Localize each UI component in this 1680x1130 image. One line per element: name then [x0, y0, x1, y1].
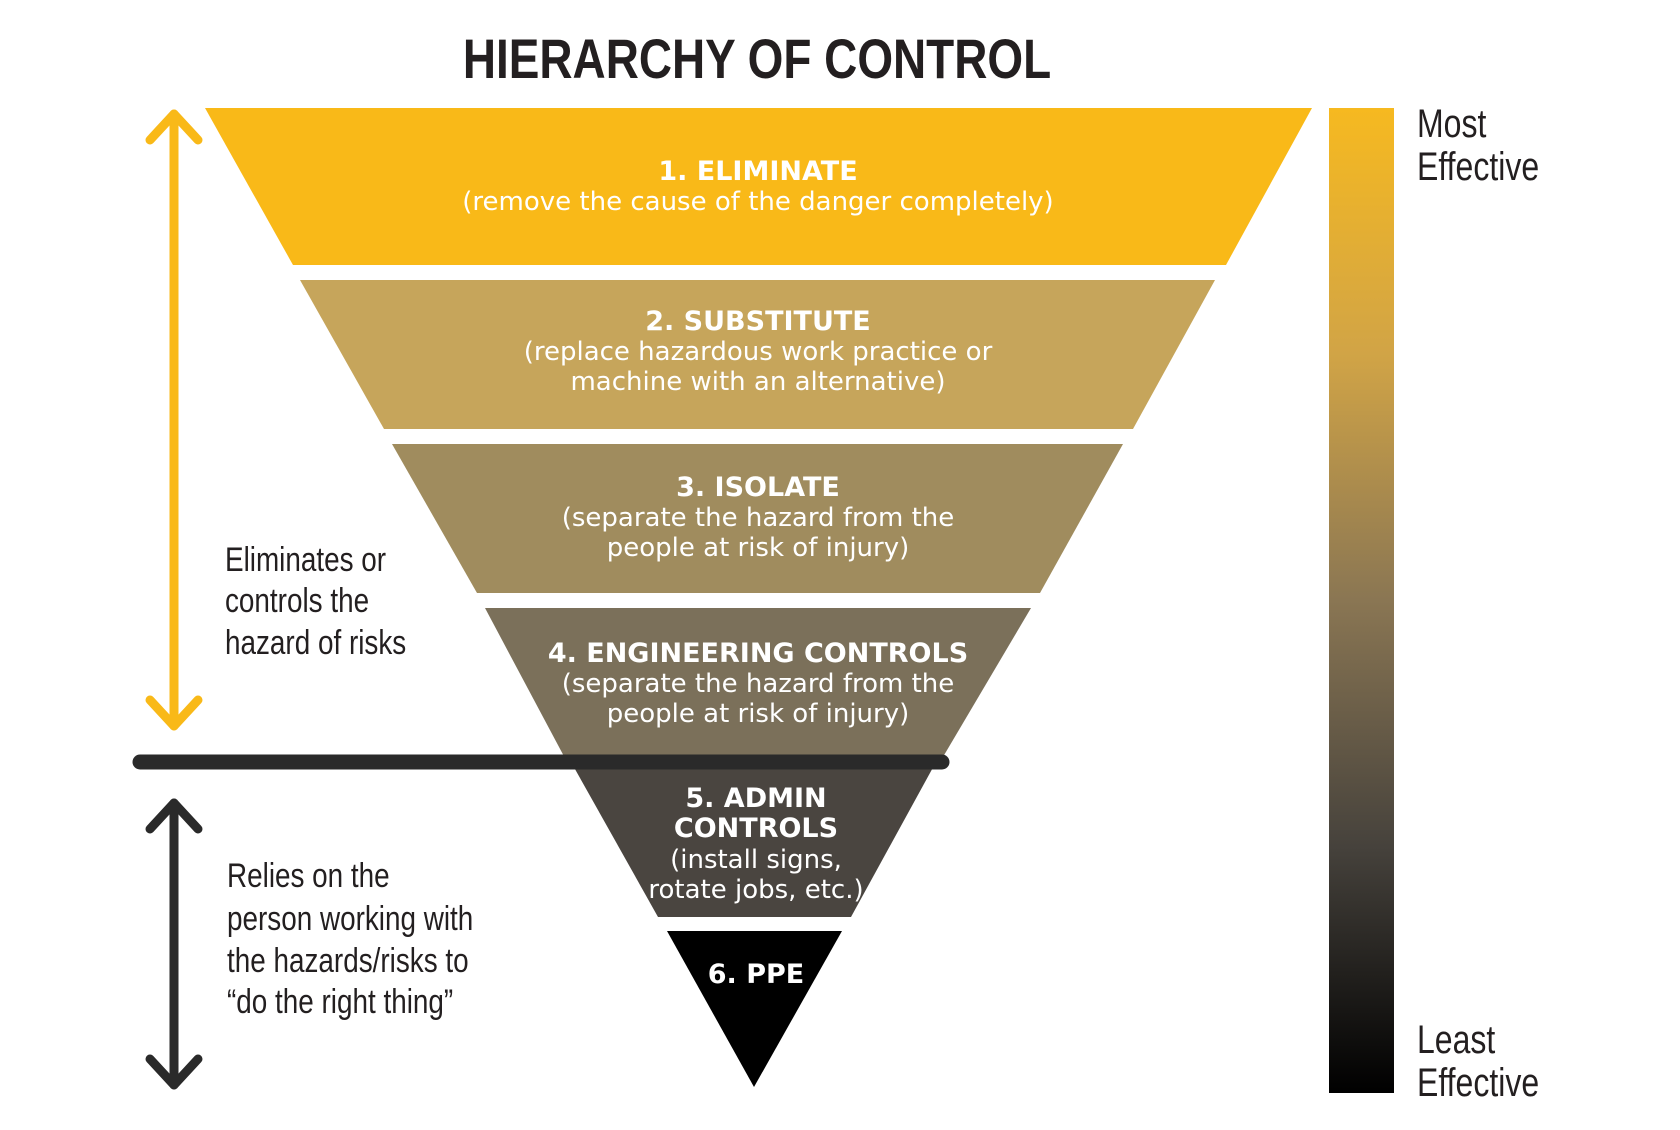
svg-text:Least: Least — [1417, 1017, 1495, 1062]
svg-text:Relies on the: Relies on the — [227, 856, 390, 894]
level-desc: (install signs, — [670, 845, 842, 875]
level-desc: machine with an alternative) — [570, 367, 945, 397]
svg-text:hazard of risks: hazard of risks — [225, 623, 406, 661]
scale-label-least: Least Effective — [1417, 1017, 1539, 1105]
svg-text:Effective: Effective — [1417, 1060, 1539, 1105]
level-desc: (separate the hazard from the — [562, 669, 955, 699]
svg-text:the hazards/risks to: the hazards/risks to — [227, 941, 469, 979]
band-eliminate — [205, 108, 1312, 265]
double-arrow-dark-icon — [145, 798, 203, 1090]
band-isolate — [392, 444, 1123, 593]
diagram-title: HIERARCHY OF CONTROL — [463, 28, 1051, 90]
double-arrow-yellow-icon — [145, 109, 203, 731]
level-title: CONTROLS — [674, 813, 838, 844]
band-admin — [571, 762, 936, 917]
band-ppe — [667, 931, 842, 1087]
svg-text:Effective: Effective — [1417, 144, 1539, 189]
level-desc: rotate jobs, etc.) — [648, 875, 863, 905]
level-desc: (replace hazardous work practice or — [524, 337, 993, 367]
svg-text:Most: Most — [1417, 101, 1486, 146]
band-engineering — [485, 608, 1031, 762]
svg-text:Eliminates or: Eliminates or — [225, 540, 386, 578]
level-title: 3. ISOLATE — [676, 472, 840, 503]
svg-text:person working with: person working with — [227, 899, 473, 937]
level-title: 6. PPE — [708, 959, 804, 990]
svg-text:“do the right thing”: “do the right thing” — [227, 982, 453, 1020]
level-desc: (separate the hazard from the — [562, 503, 955, 533]
annotation-top: Eliminates or controls the hazard of ris… — [225, 540, 406, 661]
level-title: 5. ADMIN — [685, 783, 826, 814]
svg-text:controls the: controls the — [225, 581, 369, 619]
level-desc: people at risk of injury) — [607, 699, 910, 729]
level-title: 2. SUBSTITUTE — [645, 306, 871, 337]
level-title: 4. ENGINEERING CONTROLS — [548, 638, 968, 669]
effectiveness-gradient-bar — [1329, 108, 1394, 1093]
level-desc: (remove the cause of the danger complete… — [462, 187, 1053, 217]
level-title: 1. ELIMINATE — [658, 156, 857, 187]
scale-label-most: Most Effective — [1417, 101, 1539, 189]
annotation-bottom: Relies on the person working with the ha… — [227, 856, 473, 1020]
band-substitute — [300, 280, 1215, 429]
level-desc: people at risk of injury) — [607, 533, 910, 563]
